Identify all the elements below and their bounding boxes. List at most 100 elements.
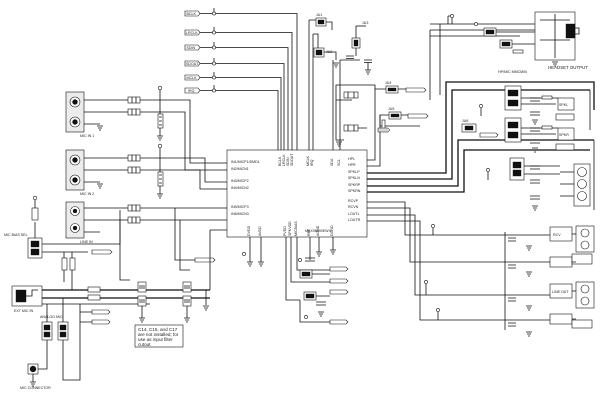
capacitor (182, 295, 192, 307)
ground-symbol (157, 135, 163, 141)
chip-pin-label: LRCLK (282, 154, 286, 166)
note-line: are not installed; for (138, 332, 179, 337)
input-section: MIC IN 1 MIC IN 2 LINE IN (4, 85, 227, 290)
chip-pin-label: MICBIAS (294, 221, 298, 236)
chip-pin-label: IRQ (310, 159, 314, 166)
ground-symbol (184, 317, 190, 323)
chip-pin-label: RCVP (348, 199, 359, 203)
capacitor (127, 96, 141, 104)
capacitor (343, 91, 359, 99)
jumper-label: JU6 (462, 119, 468, 123)
digital-interface-bus: BCLK LRCLK SDIN SDOUT MCLK IRQ (184, 8, 341, 150)
test-point (474, 22, 478, 26)
signal-label: SDOUT (186, 62, 199, 66)
chip-pin-label: HPR (348, 163, 356, 167)
resistor (31, 207, 39, 221)
codec-chip: MAX98090EWX IN1/MICP1/DMD1 IN2/MICN1 IN3… (226, 149, 368, 238)
mic-in-2-label: MIC IN 2 (80, 192, 94, 196)
ground-symbol (532, 147, 538, 153)
chip-pin-label: LOUTR (348, 218, 361, 222)
line-in-label: LINE IN (80, 240, 93, 244)
ground-symbol (139, 317, 145, 323)
capacitor (137, 295, 147, 307)
signal-tag: LRCLK (184, 29, 201, 36)
signal-tag (377, 127, 391, 133)
chip-part-number: MAX98090EWX (305, 229, 332, 233)
ground-symbol (526, 245, 532, 251)
capacitor (530, 97, 540, 102)
ground-symbol (247, 261, 253, 267)
signal-tag: MCLK (184, 74, 201, 81)
headphone-output-circuit: JU4 JU5 (335, 81, 429, 167)
ground-symbol (97, 125, 103, 131)
signal-label: SDIN (187, 46, 196, 50)
chip-pin-label: BCLK (278, 156, 282, 166)
signal-tag: SDIN (184, 44, 201, 51)
resistor (157, 171, 164, 187)
test-point (242, 252, 246, 256)
signal-tag (407, 113, 429, 119)
mic-connector-label: MIC CONNECTOR (20, 386, 51, 390)
chip-pin-label: IN2/MICN1 (231, 167, 249, 171)
chip-pin-label: SPKLP (348, 170, 360, 174)
headset-output-sub: HP/MIC MMCM00 (498, 70, 527, 74)
resistor (512, 49, 524, 54)
chip-pin-label: IN6/MICN3 (231, 212, 249, 216)
ground-symbol (318, 311, 324, 317)
speaker-output-section: SPKL SPKR JU6 (367, 81, 595, 211)
external-mic-section: EXT MIC IN ANALOG MIC MIC CONNECTOR (11, 281, 210, 390)
capacitor (182, 281, 192, 293)
ground-symbol (333, 62, 339, 68)
chip-left-pin-labels: IN1/MICP1/DMD1 IN2/MICN1 IN3/MICP2 IN4/M… (231, 160, 260, 216)
jumper-label: JU3 (362, 21, 368, 25)
headset-output-section: HEADSET OUTPUT HP/MIC MMCM00 (429, 11, 588, 100)
capacitor (508, 264, 516, 269)
chip-bottom-pin-labels: DVDD AVDD PVDD SPKVDD MICBIAS REF AGND D… (247, 221, 334, 236)
resistor (541, 95, 553, 100)
test-point (212, 42, 216, 50)
ground-symbol (97, 183, 103, 189)
test-point (212, 72, 216, 80)
capacitor (364, 59, 372, 63)
capacitor (137, 281, 147, 293)
note-line: cutout (138, 342, 151, 347)
capacitor (127, 154, 141, 162)
signal-tag: BCLK (184, 10, 201, 17)
ground-symbol (526, 271, 532, 277)
jumper-label: JU4 (385, 81, 391, 85)
capacitor (127, 204, 141, 212)
chip-pin-label: HPL (348, 157, 355, 161)
chip-pin-label: LOUTL (348, 212, 360, 216)
signal-tag (405, 87, 427, 93)
ground-symbol (157, 193, 163, 199)
signal-label: BCLK (187, 12, 197, 16)
capacitor (530, 165, 540, 170)
capacitor (508, 297, 516, 302)
test-point (212, 8, 216, 16)
speaker-right-label: SPKR (559, 133, 569, 137)
test-point (212, 85, 216, 93)
signal-tag: IRQ (184, 87, 201, 94)
resistor (69, 257, 76, 271)
mic-in-1-label: MIC IN 1 (80, 134, 94, 138)
ground-symbol (532, 119, 538, 125)
chip-top-pin-labels: BCLK LRCLK SDIN SDOUT MCLK IRQ SDA SCL (278, 153, 341, 166)
signal-tag (329, 278, 349, 284)
ext-mic-label: EXT MIC IN (14, 309, 34, 313)
signal-tag (194, 257, 216, 263)
headset-jack-icon (565, 23, 580, 39)
capacitor (316, 301, 326, 306)
chip-pin-label: SPKLN (348, 176, 360, 180)
capacitor (508, 322, 516, 327)
chip-pin-label: IN5/MICP3 (231, 205, 249, 209)
test-point (431, 224, 435, 228)
capacitor (127, 166, 141, 174)
resistor (61, 257, 68, 271)
ground-symbol (532, 205, 538, 211)
chip-pin-label: IN3/MICP2 (231, 179, 249, 183)
signal-tag (91, 319, 111, 325)
chip-pin-label: SPKRP (348, 183, 361, 187)
signal-tag (479, 132, 499, 138)
chip-pin-label: PVDD (283, 226, 287, 236)
signal-label: MCLK (187, 76, 198, 80)
